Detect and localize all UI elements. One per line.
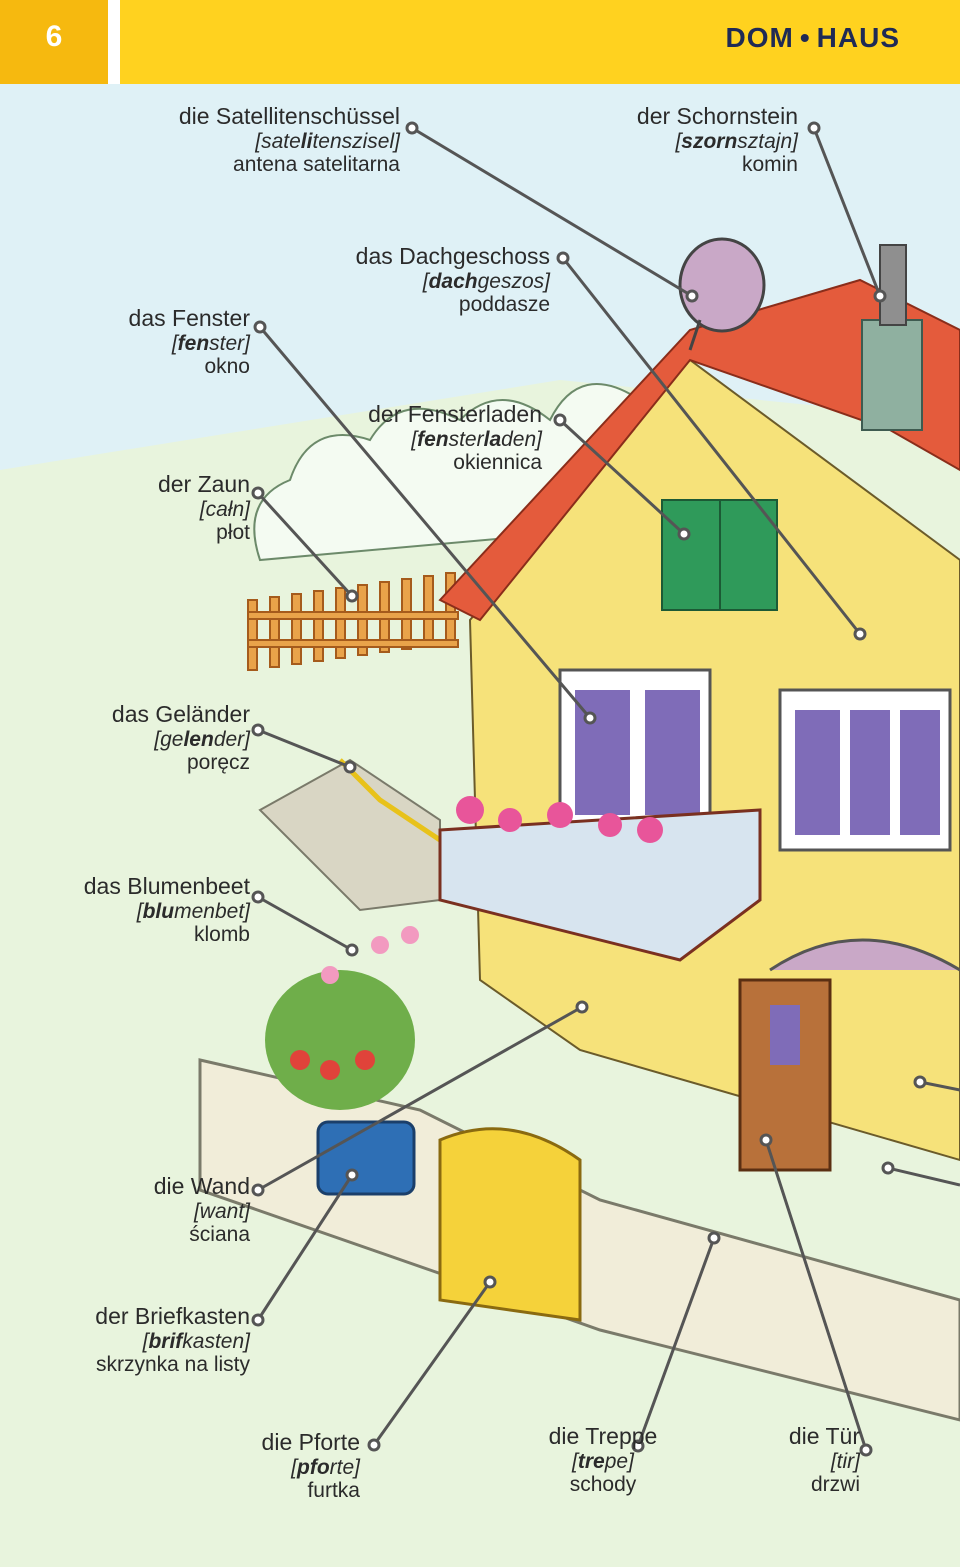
pronunciation: [trepe]	[572, 1449, 634, 1473]
satellite-dish	[678, 237, 766, 333]
polish-translation: drzwi	[810, 1473, 860, 1497]
polish-translation: okno	[204, 355, 250, 379]
polish-translation: płot	[216, 521, 250, 545]
label-gate: die Pforte [pforte] furtka	[261, 1429, 360, 1503]
label-railing: das Geländer [gelender] poręcz	[111, 701, 250, 775]
page-number: 6	[45, 20, 63, 53]
chimney-pipe	[879, 244, 907, 326]
polish-translation: ściana	[189, 1223, 250, 1247]
polish-translation: komin	[741, 153, 798, 177]
polish-translation: schody	[569, 1473, 637, 1497]
stair-railing	[338, 758, 442, 843]
pronunciation: [satelitenszisel]	[255, 129, 400, 153]
german-word: das Fenster	[128, 305, 250, 331]
page-number-box	[0, 0, 108, 84]
german-word: das Dachgeschoss	[355, 243, 550, 269]
german-word: der Briefkasten	[95, 1303, 250, 1329]
door-canopy	[769, 938, 960, 972]
pronunciation: [fenster]	[171, 331, 250, 355]
title-german: HAUS	[816, 22, 900, 53]
polish-translation: skrzynka na listy	[95, 1353, 250, 1377]
flowerbed	[265, 926, 419, 1110]
pronunciation: [brifkasten]	[142, 1329, 250, 1353]
pronunciation: [dachgeszos]	[422, 269, 550, 293]
pronunciation: [pforte]	[291, 1455, 360, 1479]
polish-translation: furtka	[307, 1479, 360, 1503]
label-wall: die Wand [want] ściana	[153, 1173, 250, 1247]
german-word: das Blumenbeet	[83, 873, 250, 899]
german-word: die Pforte	[261, 1429, 360, 1455]
german-word: das Geländer	[111, 701, 250, 727]
label-flowerbed: das Blumenbeet [blumenbet] klomb	[83, 873, 250, 947]
pointer-dots	[251, 121, 927, 1457]
header-bar: 6 DOM•HAUS	[0, 0, 960, 84]
section-title: DOM•HAUS	[726, 22, 900, 54]
front-door	[738, 978, 832, 1172]
pointer-lines	[256, 126, 960, 1451]
title-polish: DOM	[725, 22, 794, 53]
header-divider	[108, 0, 120, 84]
label-window: das Fenster [fenster] okno	[128, 305, 250, 379]
pronunciation: [want]	[193, 1199, 250, 1223]
german-word: die Tür	[788, 1423, 860, 1449]
label-attic: das Dachgeschoss [dachgeszos] poddasze	[355, 243, 550, 317]
title-separator: •	[799, 22, 811, 53]
mailbox	[316, 1120, 416, 1196]
german-word: der Schornstein	[636, 103, 798, 129]
polish-translation: poręcz	[186, 751, 250, 775]
polish-translation: klomb	[193, 923, 250, 947]
label-mailbox: der Briefkasten [brifkasten] skrzynka na…	[95, 1303, 250, 1377]
pronunciation: [blumenbet]	[136, 899, 250, 923]
chimney	[861, 319, 923, 431]
german-word: die Treppe	[548, 1423, 658, 1449]
label-shutter: der Fensterladen [fensterladen] okiennic…	[368, 401, 542, 475]
german-word: der Fensterladen	[368, 401, 542, 427]
pronunciation: [szornsztajn]	[675, 129, 798, 153]
label-door: die Tür [tir] drzwi	[788, 1423, 860, 1497]
pronunciation: [gelender]	[154, 727, 250, 751]
balcony-flowers	[456, 796, 663, 843]
label-satellite-dish: die Satellitenschüssel [satelitenszisel]…	[178, 103, 400, 177]
pronunciation: [całn]	[199, 497, 250, 521]
pronunciation: [fensterladen]	[411, 427, 542, 451]
windows	[558, 668, 952, 852]
german-word: der Zaun	[157, 471, 250, 497]
label-fence: der Zaun [całn] płot	[157, 471, 250, 545]
german-word: die Wand	[153, 1173, 250, 1199]
polish-translation: poddasze	[458, 293, 550, 317]
yellow-gate	[438, 1127, 582, 1322]
polish-translation: antena satelitarna	[233, 153, 400, 177]
polish-translation: okiennica	[453, 451, 542, 475]
label-stairs: die Treppe [trepe] schody	[530, 1423, 676, 1497]
label-chimney: der Schornstein [szornsztajn] komin	[636, 103, 798, 177]
german-word: die Satellitenschüssel	[178, 103, 400, 129]
pronunciation: [tir]	[830, 1449, 860, 1473]
balcony	[438, 808, 762, 962]
